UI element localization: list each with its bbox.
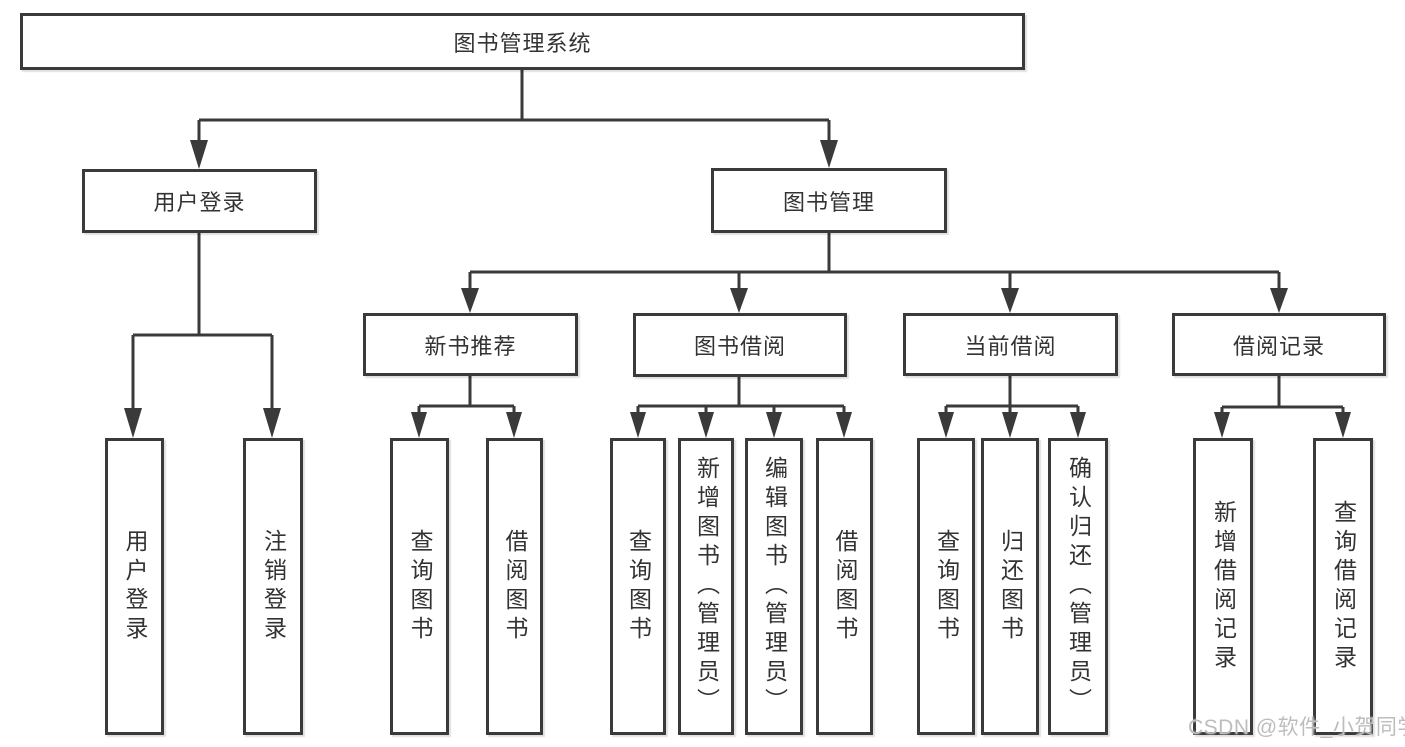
node-logout-label: 注销登录	[260, 528, 287, 645]
node-edit-book-admin-label: 编辑图书（管理员）	[761, 456, 788, 717]
node-confirm-return-admin: 确认归还（管理员）	[1048, 438, 1108, 735]
arrow-down-icon	[1002, 412, 1018, 438]
node-root-label: 图书管理系统	[453, 30, 592, 56]
node-root: 图书管理系统	[20, 13, 1025, 70]
node-query-books-recommend-label: 查询图书	[407, 528, 433, 645]
node-current-borrowing: 当前借阅	[903, 313, 1118, 376]
arrow-down-icon	[506, 412, 522, 438]
arrow-down-icon	[766, 412, 782, 438]
node-borrow-books-borrowing-label: 借阅图书	[832, 528, 858, 645]
node-return-books: 归还图书	[981, 438, 1039, 735]
node-borrow-books-recommend-label: 借阅图书	[502, 528, 528, 645]
arrow-down-icon	[820, 140, 838, 168]
node-query-books-current: 查询图书	[917, 438, 975, 735]
node-user-login-leaf: 用户登录	[105, 438, 164, 735]
node-query-books-recommend: 查询图书	[390, 438, 449, 735]
node-add-borrow-record: 新增借阅记录	[1193, 438, 1253, 735]
arrow-down-icon	[1070, 412, 1086, 438]
node-return-books-label: 归还图书	[997, 528, 1024, 645]
node-borrow-books-recommend: 借阅图书	[486, 438, 543, 735]
node-book-management-label: 图书管理	[782, 189, 875, 215]
node-logout: 注销登录	[243, 438, 303, 735]
node-user-login: 用户登录	[82, 169, 317, 233]
arrow-down-icon	[190, 140, 208, 169]
arrow-down-icon	[698, 412, 714, 438]
arrow-down-icon	[1001, 288, 1019, 313]
arrow-down-icon	[630, 412, 646, 438]
arrow-down-icon	[1335, 412, 1351, 438]
connector-book-mgmt-to-level3	[461, 233, 1288, 313]
node-query-books-borrowing: 查询图书	[610, 438, 666, 735]
arrow-down-icon	[938, 412, 954, 438]
arrow-down-icon	[836, 412, 852, 438]
node-confirm-return-admin-label: 确认归还（管理员）	[1065, 456, 1092, 717]
connector-borrow-records-to-children	[1214, 376, 1351, 438]
node-query-books-current-label: 查询图书	[933, 528, 960, 645]
node-book-borrowing-label: 图书借阅	[693, 334, 786, 359]
node-user-login-label: 用户登录	[153, 190, 246, 215]
arrow-down-icon	[411, 412, 427, 438]
connector-book-borrow-to-children	[630, 377, 852, 438]
node-current-borrowing-label: 当前借阅	[964, 333, 1057, 359]
connector-user-login-to-children	[124, 233, 281, 438]
node-query-borrow-record: 查询借阅记录	[1313, 438, 1373, 735]
node-edit-book-admin: 编辑图书（管理员）	[745, 438, 803, 735]
arrow-down-icon	[730, 288, 748, 313]
connector-new-book-to-children	[411, 376, 522, 438]
node-borrow-books-borrowing: 借阅图书	[816, 438, 873, 735]
node-add-book-admin-label: 新增图书（管理员）	[693, 456, 720, 717]
node-book-borrowing: 图书借阅	[633, 313, 847, 377]
node-user-login-leaf-label: 用户登录	[122, 528, 148, 645]
arrow-down-icon	[124, 408, 142, 438]
node-new-book-recommend: 新书推荐	[363, 313, 578, 376]
csdn-watermark: CSDN @软件_小贺同学	[1188, 716, 1405, 739]
arrow-down-icon	[263, 408, 281, 438]
arrow-down-icon	[461, 288, 479, 313]
node-add-book-admin: 新增图书（管理员）	[678, 438, 734, 735]
node-new-book-recommend-label: 新书推荐	[424, 333, 517, 359]
node-book-management: 图书管理	[711, 168, 947, 233]
node-query-books-borrowing-label: 查询图书	[625, 528, 652, 645]
node-query-borrow-record-label: 查询借阅记录	[1330, 499, 1357, 674]
connector-root-to-level2	[190, 69, 838, 169]
arrow-down-icon	[1214, 412, 1230, 438]
connector-current-borrow-to-children	[938, 376, 1086, 438]
node-borrowing-records: 借阅记录	[1172, 313, 1386, 376]
node-borrowing-records-label: 借阅记录	[1232, 333, 1325, 359]
arrow-down-icon	[1270, 288, 1288, 313]
node-add-borrow-record-label: 新增借阅记录	[1210, 499, 1237, 674]
